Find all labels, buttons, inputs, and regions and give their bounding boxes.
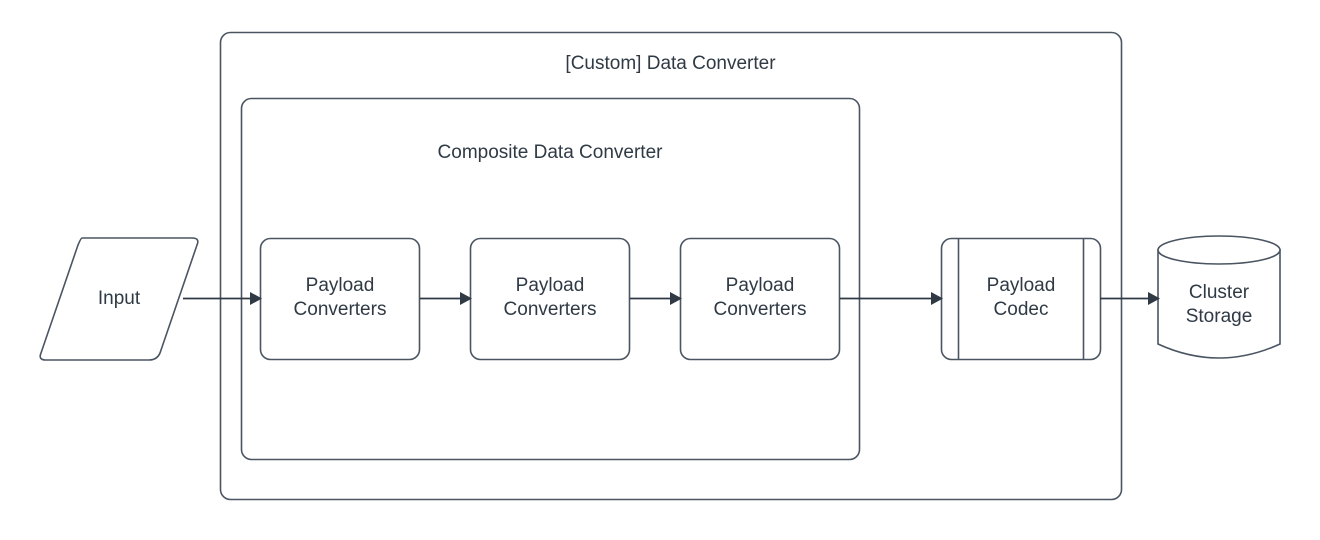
- node-cluster-storage-body[interactable]: [1157, 249, 1281, 359]
- edge-3-arrowhead: [670, 292, 682, 305]
- node-payload-converters-3-shape[interactable]: [679, 237, 841, 361]
- node-payload-converters-1-shape[interactable]: [259, 237, 421, 361]
- edge-4-arrowhead: [931, 292, 943, 305]
- edge-2-arrowhead: [460, 292, 472, 305]
- edge-5-arrowhead: [1148, 292, 1160, 305]
- edge-1-arrowhead: [250, 292, 262, 305]
- node-payload-codec-shape[interactable]: [940, 237, 1102, 361]
- node-input-shape[interactable]: [39, 237, 199, 361]
- cluster-storage-top-ellipse: [1157, 235, 1281, 265]
- node-payload-converters-2-shape[interactable]: [469, 237, 631, 361]
